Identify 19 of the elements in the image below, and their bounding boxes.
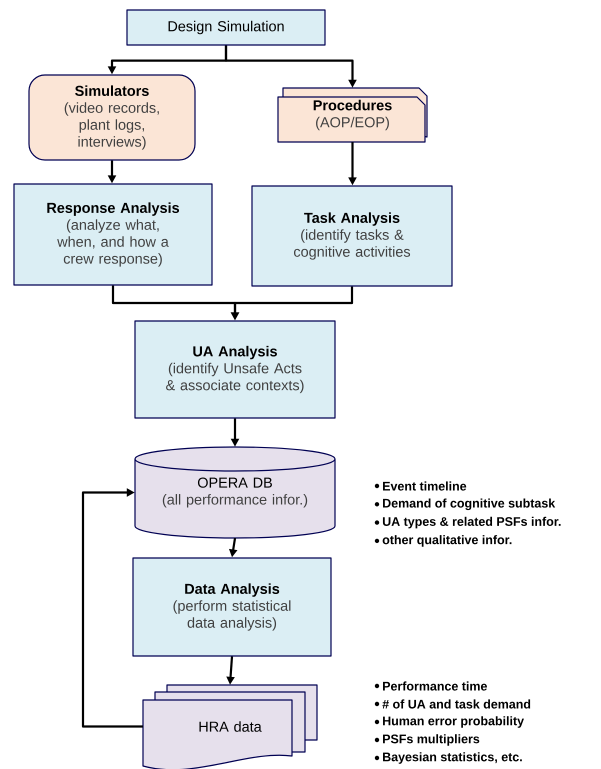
bullet-item: Performance time xyxy=(374,681,487,691)
process-box: Response Analysis (analyze what, when, and how a crew response) xyxy=(13,183,213,286)
rounded-box: Simulators (video records, plant logs, interviews) xyxy=(28,74,196,161)
process-box: Design Simulation xyxy=(126,9,326,46)
bullet-item: PSFs multipliers xyxy=(374,734,480,746)
bullet-item: Event timeline xyxy=(374,481,466,491)
bullet-item: Demand of cognitive subtask xyxy=(374,498,556,510)
bullet-item: Human error probability xyxy=(374,716,524,728)
process-box: Data Analysis (perform statistical data analysis) xyxy=(132,557,332,657)
process-box: UA Analysis (identify Unsafe Acts & associate contexts) xyxy=(134,320,336,419)
document-stack: HRA data xyxy=(142,684,318,769)
bullet-item: UA types & related PSFs infor. xyxy=(374,516,561,528)
document-stack: Procedures (AOP/EOP) xyxy=(277,87,428,143)
bullet-item: # of UA and task demand xyxy=(374,699,530,709)
arrow xyxy=(82,488,143,728)
process-box: Task Analysis (identify tasks & cognitive activities xyxy=(251,185,453,287)
bullet-item: Bayesian statistics, etc. xyxy=(374,752,522,764)
database-cylinder: OPERA DB (all performance infor.) xyxy=(134,446,336,539)
bullet-item: other qualitative infor. xyxy=(374,535,512,547)
